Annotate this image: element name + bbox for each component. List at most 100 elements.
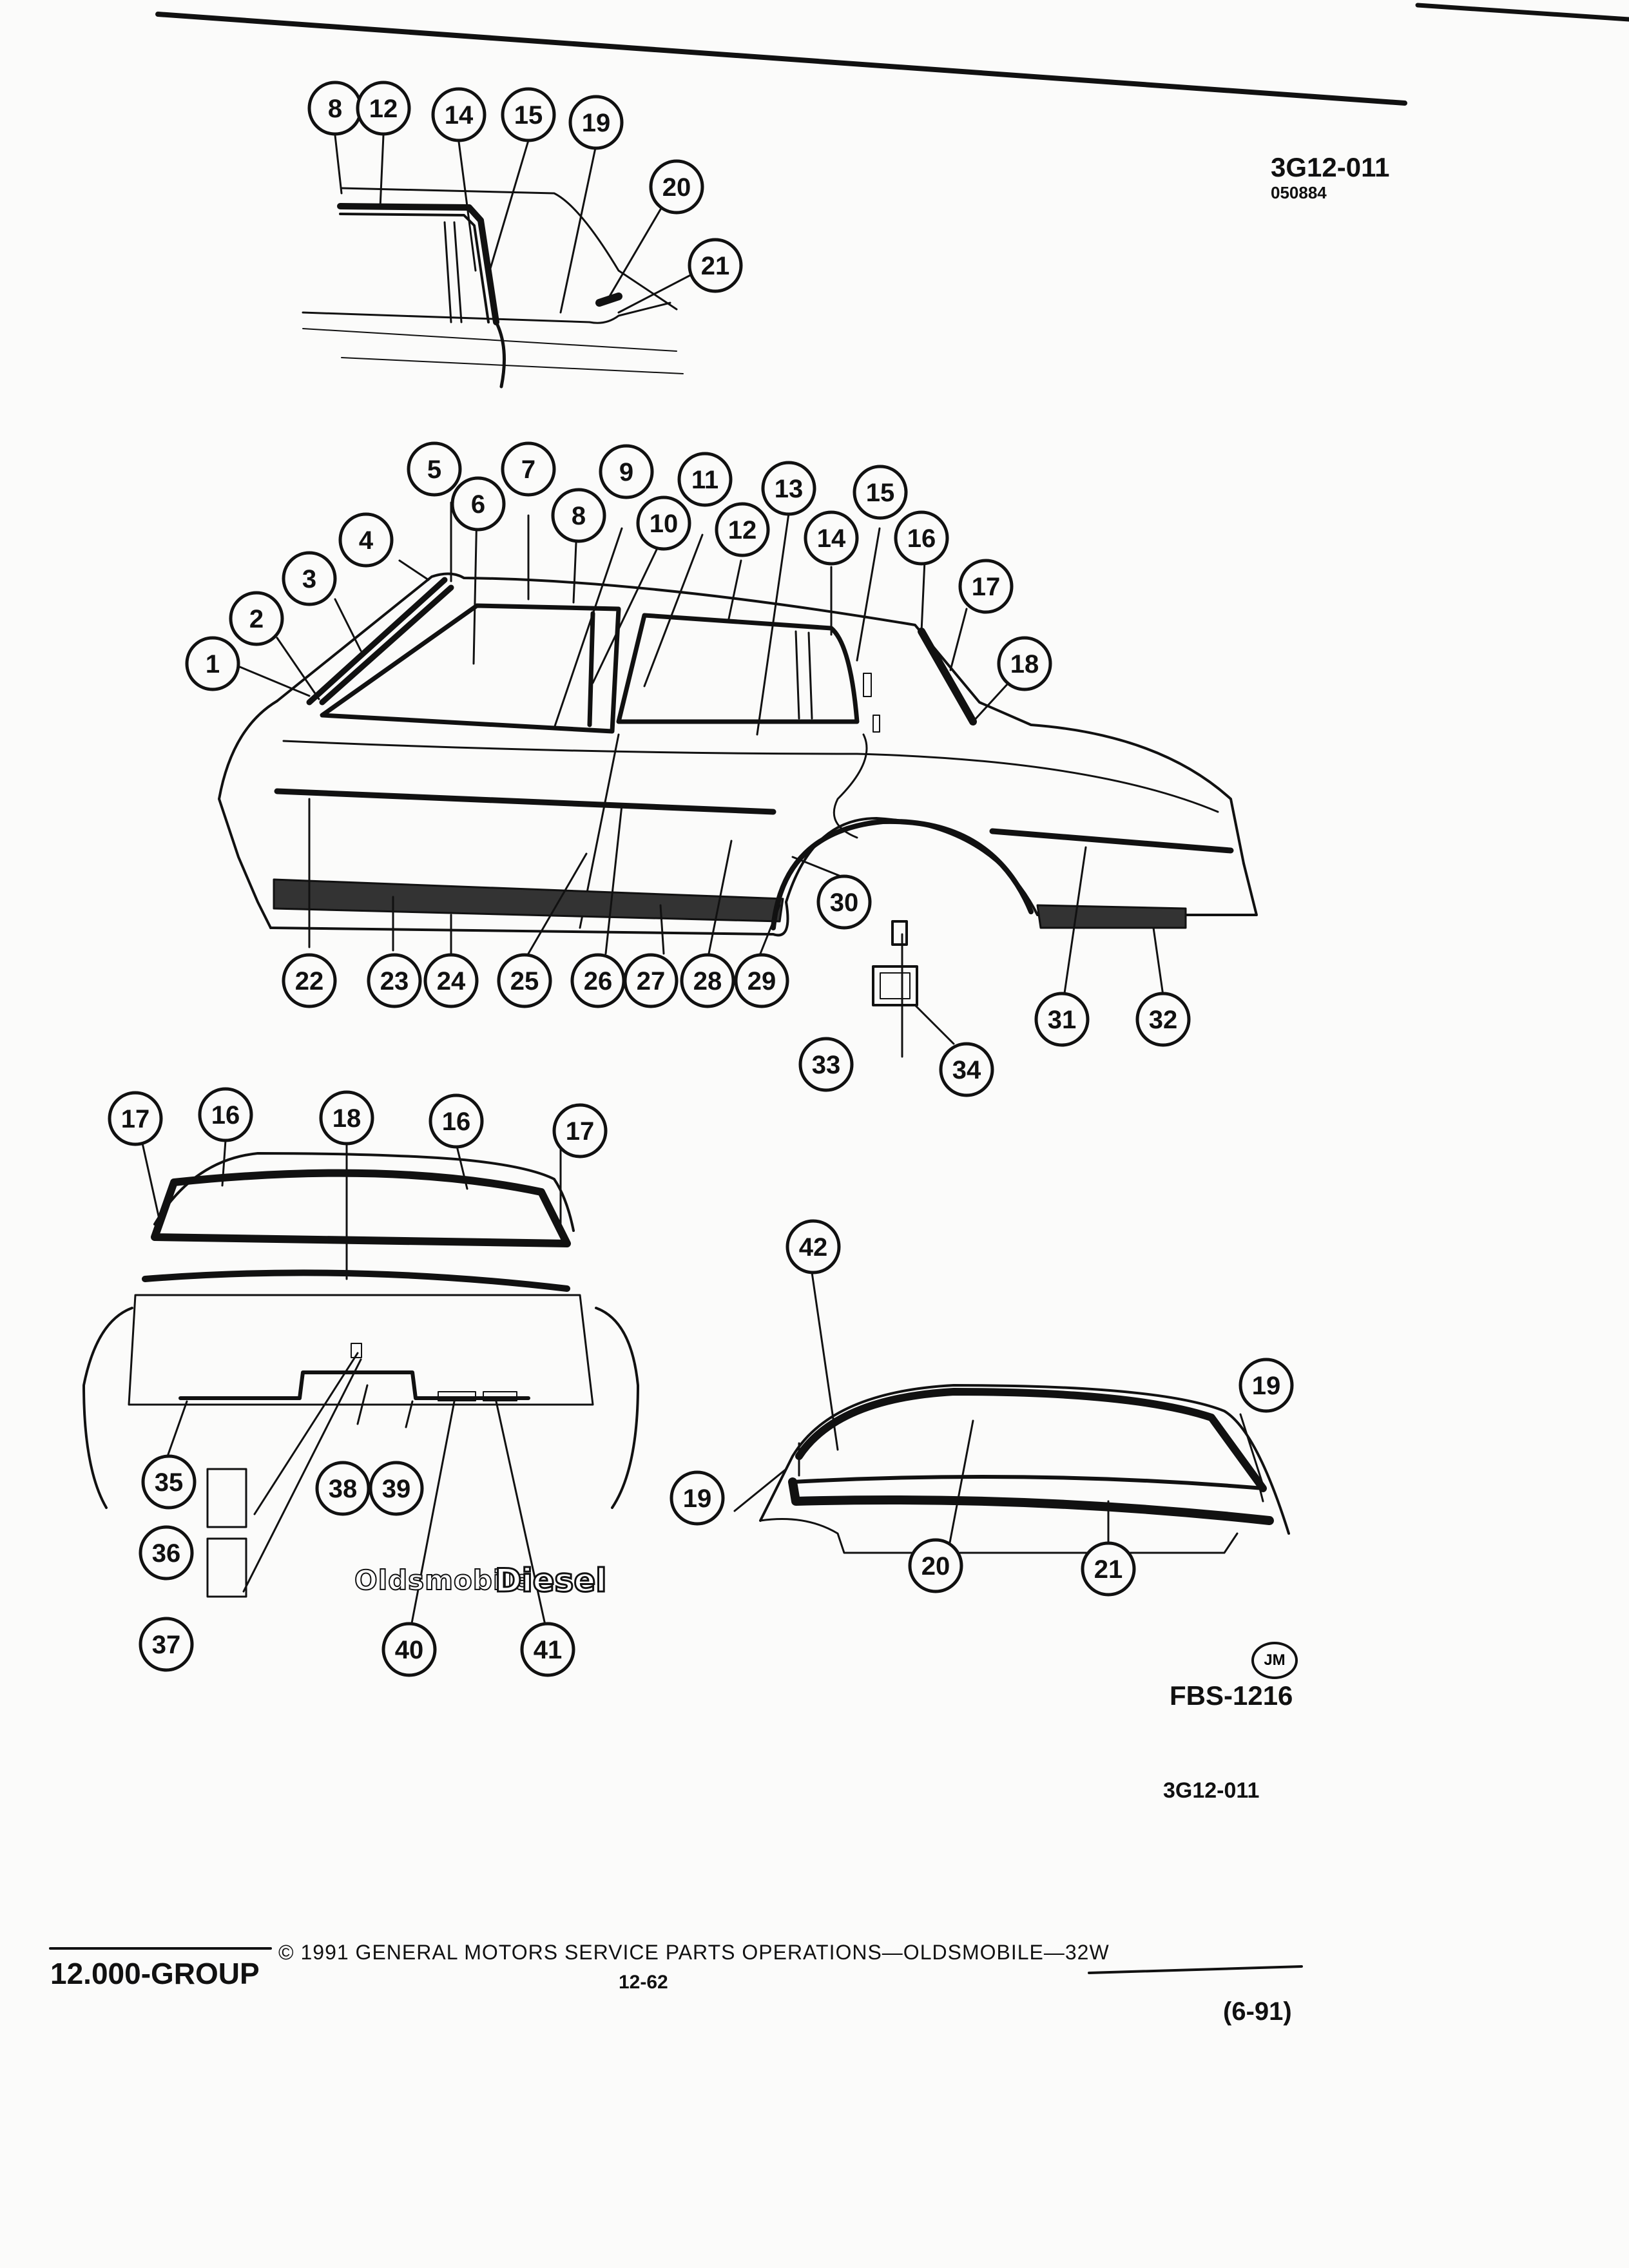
callout-circle xyxy=(141,1454,197,1510)
callout-rear-view-40: 40 xyxy=(381,1622,437,1677)
callout-number: 17 xyxy=(121,1105,150,1133)
callout-number: 36 xyxy=(152,1539,181,1568)
callout-front-view-19: 19 xyxy=(1239,1358,1294,1413)
callout-front-view-42: 42 xyxy=(786,1219,841,1274)
callout-circle xyxy=(623,953,679,1008)
callout-circle xyxy=(319,1090,374,1146)
callout-circle xyxy=(680,953,735,1008)
callout-circle xyxy=(649,159,704,215)
callout-circle xyxy=(450,476,506,532)
callout-circle xyxy=(715,502,770,557)
callout-circle xyxy=(688,238,743,293)
callout-rear-view-37: 37 xyxy=(139,1617,194,1672)
callout-rear-view-16: 16 xyxy=(198,1087,253,1142)
callout-side-view-32: 32 xyxy=(1135,992,1191,1047)
callout-circle xyxy=(636,495,691,551)
callout-number: 16 xyxy=(907,524,936,553)
callout-front-view-21: 21 xyxy=(1081,1541,1136,1597)
callout-number: 21 xyxy=(1094,1555,1123,1584)
leader-lines xyxy=(140,134,1264,1638)
oldsmobile-emblem: Oldsmobile xyxy=(354,1564,532,1597)
callout-number: 25 xyxy=(510,967,539,995)
callout-number: 27 xyxy=(637,967,666,995)
callout-number: 32 xyxy=(1149,1006,1178,1034)
callout-number: 16 xyxy=(442,1108,471,1136)
callout-side-view-30: 30 xyxy=(816,874,872,930)
callout-circle xyxy=(369,1461,424,1516)
callout-circle xyxy=(407,441,462,497)
callout-circle xyxy=(282,551,337,606)
callout-circle xyxy=(761,461,816,516)
callout-circle xyxy=(139,1617,194,1672)
callout-circle xyxy=(520,1622,575,1677)
callout-number: 40 xyxy=(395,1636,424,1664)
callout-circle xyxy=(367,953,422,1008)
callout-circle xyxy=(997,636,1052,691)
callout-circle xyxy=(551,488,606,543)
callout-number: 24 xyxy=(437,967,466,995)
callout-circle xyxy=(1135,992,1191,1047)
callout-inset-top-20: 20 xyxy=(649,159,704,215)
callout-number: 31 xyxy=(1048,1006,1077,1034)
callout-side-view-15: 15 xyxy=(853,465,908,520)
callout-number: 12 xyxy=(369,95,398,123)
callout-side-view-11: 11 xyxy=(677,452,733,507)
callout-inset-top-14: 14 xyxy=(431,87,487,142)
callout-side-view-31: 31 xyxy=(1034,992,1090,1047)
callout-number: 15 xyxy=(514,101,543,130)
callout-number: 22 xyxy=(295,967,324,995)
callout-circle xyxy=(599,444,654,499)
callout-circle xyxy=(670,1470,725,1526)
callout-side-view-10: 10 xyxy=(636,495,691,551)
callout-circle xyxy=(356,81,411,136)
callout-number: 28 xyxy=(693,967,722,995)
illustrator-initials: JM xyxy=(1251,1642,1298,1679)
callout-side-view-7: 7 xyxy=(501,441,556,497)
callout-circle xyxy=(568,95,624,150)
diesel-emblem: Diesel xyxy=(494,1561,607,1600)
callout-number: 21 xyxy=(701,252,730,280)
callout-circle xyxy=(423,953,479,1008)
callout-number: 15 xyxy=(866,479,895,507)
callout-number: 2 xyxy=(249,605,264,633)
callout-side-view-12: 12 xyxy=(715,502,770,557)
callout-side-view-27: 27 xyxy=(623,953,679,1008)
callout-rear-view-35: 35 xyxy=(141,1454,197,1510)
callout-circle xyxy=(501,87,556,142)
callout-front-view-19: 19 xyxy=(670,1470,725,1526)
callout-number: 5 xyxy=(427,456,441,484)
callout-rear-view-39: 39 xyxy=(369,1461,424,1516)
callout-number: 4 xyxy=(359,526,374,555)
copyright-line: © 1991 GENERAL MOTORS SERVICE PARTS OPER… xyxy=(278,1941,1110,1964)
rear-view-car xyxy=(82,1152,639,1598)
callout-circle xyxy=(958,559,1014,614)
callout-circle xyxy=(338,512,394,568)
callout-number: 33 xyxy=(812,1051,841,1079)
callout-circle xyxy=(315,1461,371,1516)
callout-side-view-5: 5 xyxy=(407,441,462,497)
figure-code: 3G12-011 xyxy=(1271,152,1390,182)
callout-circle xyxy=(1081,1541,1136,1597)
callout-number: 7 xyxy=(521,456,535,484)
front-view-car xyxy=(759,1384,1290,1554)
top-rule xyxy=(155,12,1407,106)
callout-side-view-34: 34 xyxy=(939,1042,994,1097)
callout-number: 6 xyxy=(471,490,485,519)
callout-circle xyxy=(429,1093,484,1149)
callout-number: 12 xyxy=(728,516,757,544)
callout-side-view-2: 2 xyxy=(229,591,284,646)
fbs-code: FBS-1216 xyxy=(1170,1680,1293,1711)
callout-side-view-4: 4 xyxy=(338,512,394,568)
callout-number: 1 xyxy=(206,650,220,678)
callout-side-view-17: 17 xyxy=(958,559,1014,614)
side-view-car xyxy=(218,572,1258,1006)
callout-number: 18 xyxy=(333,1104,361,1133)
callout-side-view-14: 14 xyxy=(804,510,859,566)
callout-side-view-8: 8 xyxy=(551,488,606,543)
callout-circle xyxy=(185,636,240,691)
callout-rear-view-41: 41 xyxy=(520,1622,575,1677)
callout-number: 14 xyxy=(445,101,474,130)
callout-side-view-9: 9 xyxy=(599,444,654,499)
